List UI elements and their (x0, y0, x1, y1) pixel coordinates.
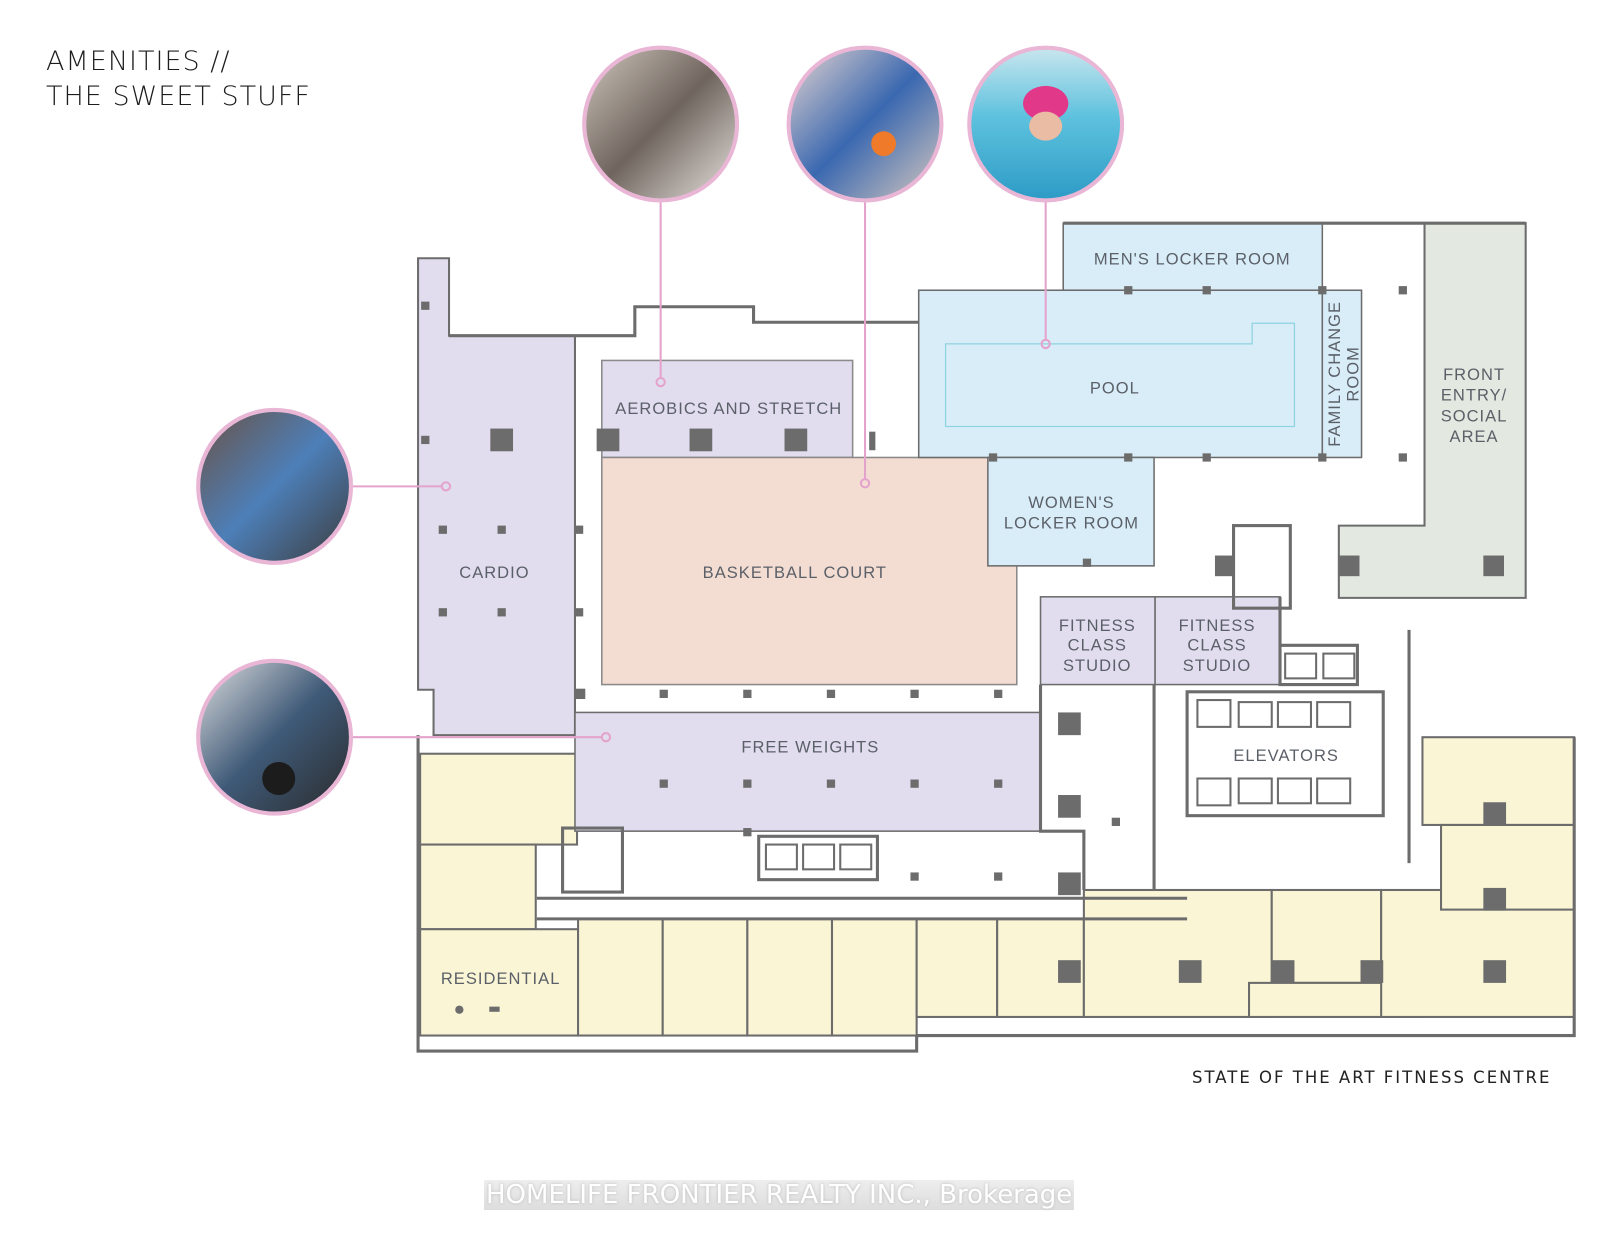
walls (416, 221, 1576, 1053)
label-family-change-2: ROOM (1344, 346, 1362, 401)
label-studio2-3: STUDIO (1183, 657, 1252, 675)
room-fitness-studio-1 (1039, 596, 1156, 686)
elevator-cabs (764, 652, 1356, 871)
label-elevators: ELEVATORS (1233, 747, 1339, 765)
label-free-weights: FREE WEIGHTS (741, 739, 879, 757)
label-studio2-1: FITNESS (1179, 617, 1256, 635)
room-fitness-studio-2 (1154, 596, 1281, 686)
plan-caption: STATE OF THE ART FITNESS CENTRE (1192, 1068, 1552, 1087)
page-title: AMENITIES // THE SWEET STUFF (46, 44, 311, 114)
label-front-entry-4: AREA (1450, 428, 1499, 446)
label-front-entry-2: ENTRY/ (1441, 387, 1507, 405)
label-aerobics: AEROBICS AND STRETCH (615, 400, 842, 418)
label-front-entry-3: SOCIAL (1441, 407, 1508, 425)
weights-photo (196, 658, 354, 816)
label-front-entry-1: FRONT (1443, 366, 1505, 384)
cardio-photo (196, 407, 354, 565)
title-line-2: THE SWEET STUFF (46, 81, 311, 112)
label-studio1-3: STUDIO (1063, 657, 1132, 675)
label-family-change-1: FAMILY CHANGE (1326, 301, 1344, 447)
room-family-change (1321, 289, 1363, 459)
columns (421, 286, 1507, 1014)
watermark: HOMELIFE FRONTIER REALTY INC., Brokerage (484, 1180, 1075, 1210)
room-pool (917, 289, 1324, 459)
swimmer-photo (967, 45, 1125, 203)
room-free-weights (574, 711, 1042, 832)
label-mens-locker: MEN'S LOCKER ROOM (1094, 250, 1291, 268)
title-line-1: AMENITIES // (46, 46, 231, 77)
pool-basin (944, 322, 1296, 428)
room-womens-locker (987, 456, 1155, 567)
label-womens-locker-2: LOCKER ROOM (1004, 515, 1139, 533)
label-basketball: BASKETBALL COURT (703, 564, 887, 582)
aerobics-photo (582, 45, 740, 203)
label-studio1-2: CLASS (1068, 637, 1127, 655)
room-basketball-court (601, 456, 1018, 686)
callout-lines (353, 201, 1051, 743)
basketball-photo (786, 45, 944, 203)
label-residential: RESIDENTIAL (441, 970, 561, 988)
room-cardio (417, 257, 576, 737)
label-cardio: CARDIO (459, 564, 529, 582)
label-studio1-1: FITNESS (1059, 617, 1136, 635)
label-womens-locker-1: WOMEN'S (1028, 494, 1114, 512)
room-aerobics (601, 359, 854, 459)
label-studio2-2: CLASS (1187, 637, 1246, 655)
label-pool: POOL (1090, 379, 1140, 397)
